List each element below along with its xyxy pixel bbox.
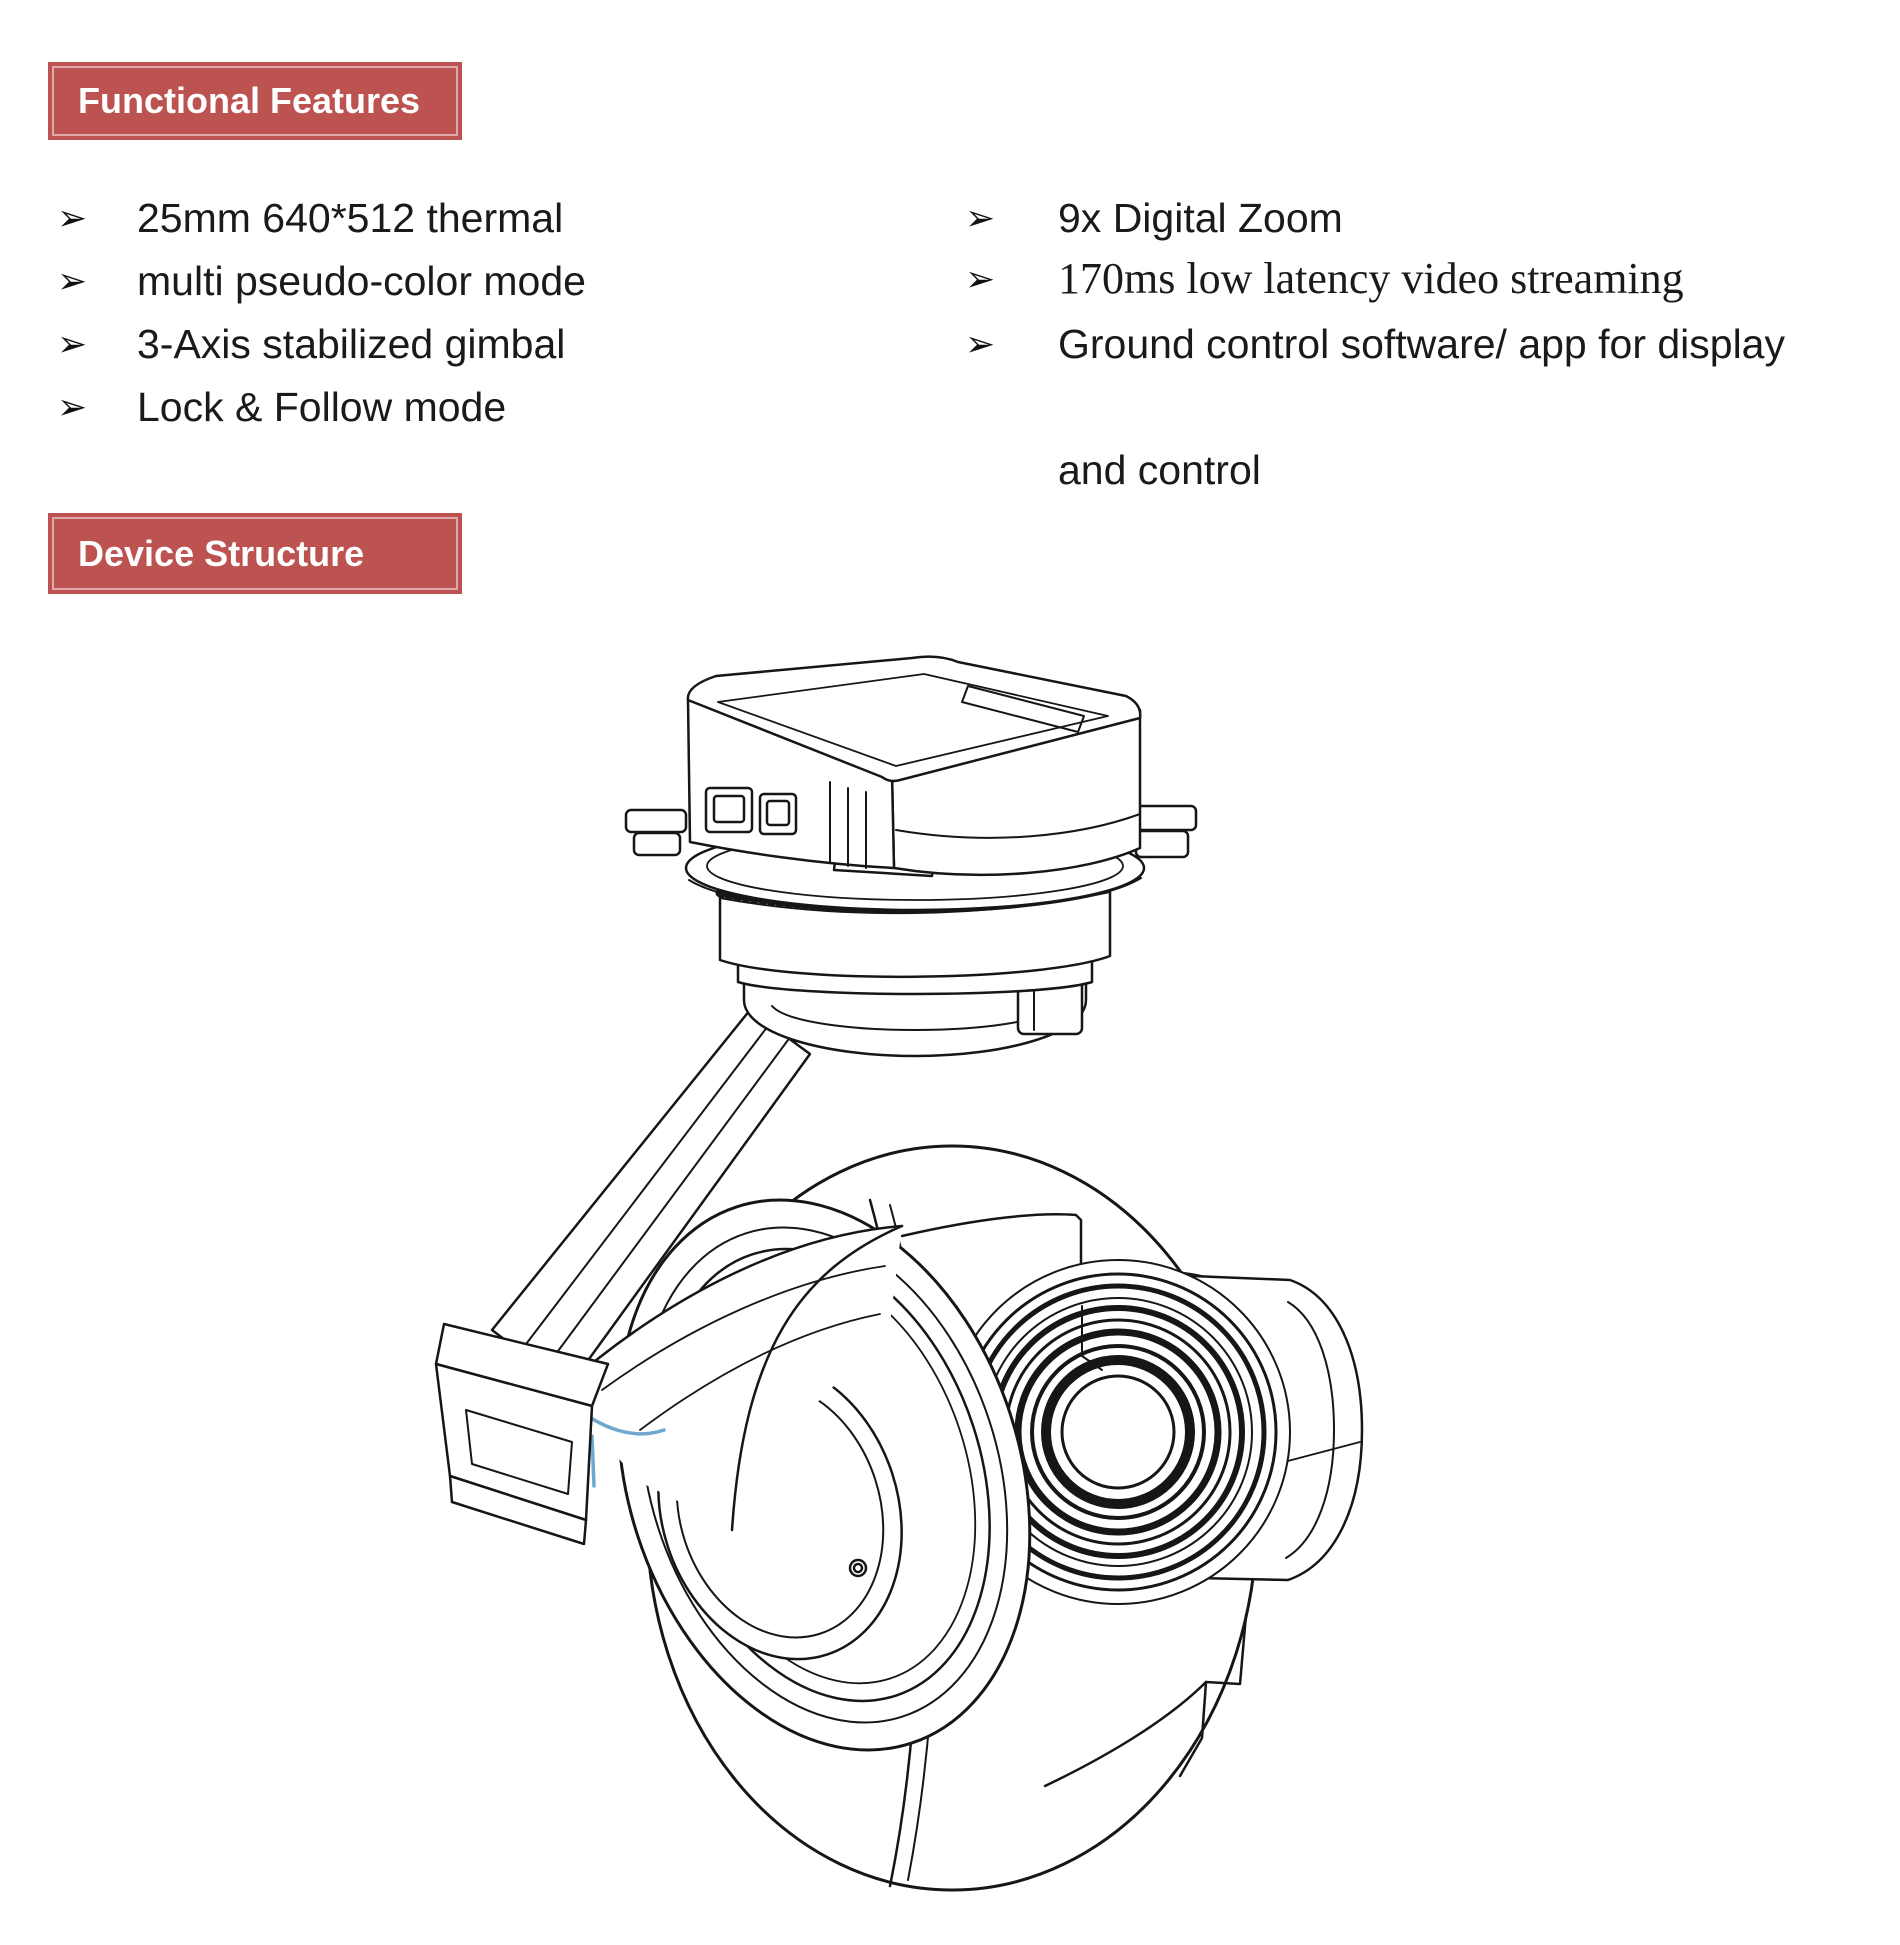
badge-functional-features: Functional Features [48,62,462,140]
bullet-arrow-icon: ➢ [57,260,88,301]
bullet-text: Lock & Follow mode [137,384,507,430]
bullet-text: 9x Digital Zoom [1058,195,1343,241]
bullet-text: multi pseudo-color mode [137,258,586,304]
gimbal-camera-drawing [434,655,1364,1892]
bullet-arrow-icon: ➢ [965,258,996,299]
bullet-arrow-icon: ➢ [965,323,996,364]
functional-features-title: Functional Features [78,80,421,121]
bullet-arrow-icon: ➢ [57,323,88,364]
bullet-text: 25mm 640*512 thermal [137,195,564,241]
badge-device-structure: Device Structure [48,513,462,594]
bullet-arrow-icon: ➢ [965,197,996,238]
bullet-arrow-icon: ➢ [57,197,88,238]
bullet-text: 170ms low latency video streaming [1058,254,1684,303]
device-structure-title: Device Structure [78,532,365,574]
bullet-text: 3-Axis stabilized gimbal [137,321,566,367]
bullet-text-continuation: and control [1058,447,1261,493]
bullet-text: Ground control software/ app for display [1058,321,1785,367]
bullet-arrow-icon: ➢ [57,386,88,427]
device-structure-figure [340,630,1400,1945]
